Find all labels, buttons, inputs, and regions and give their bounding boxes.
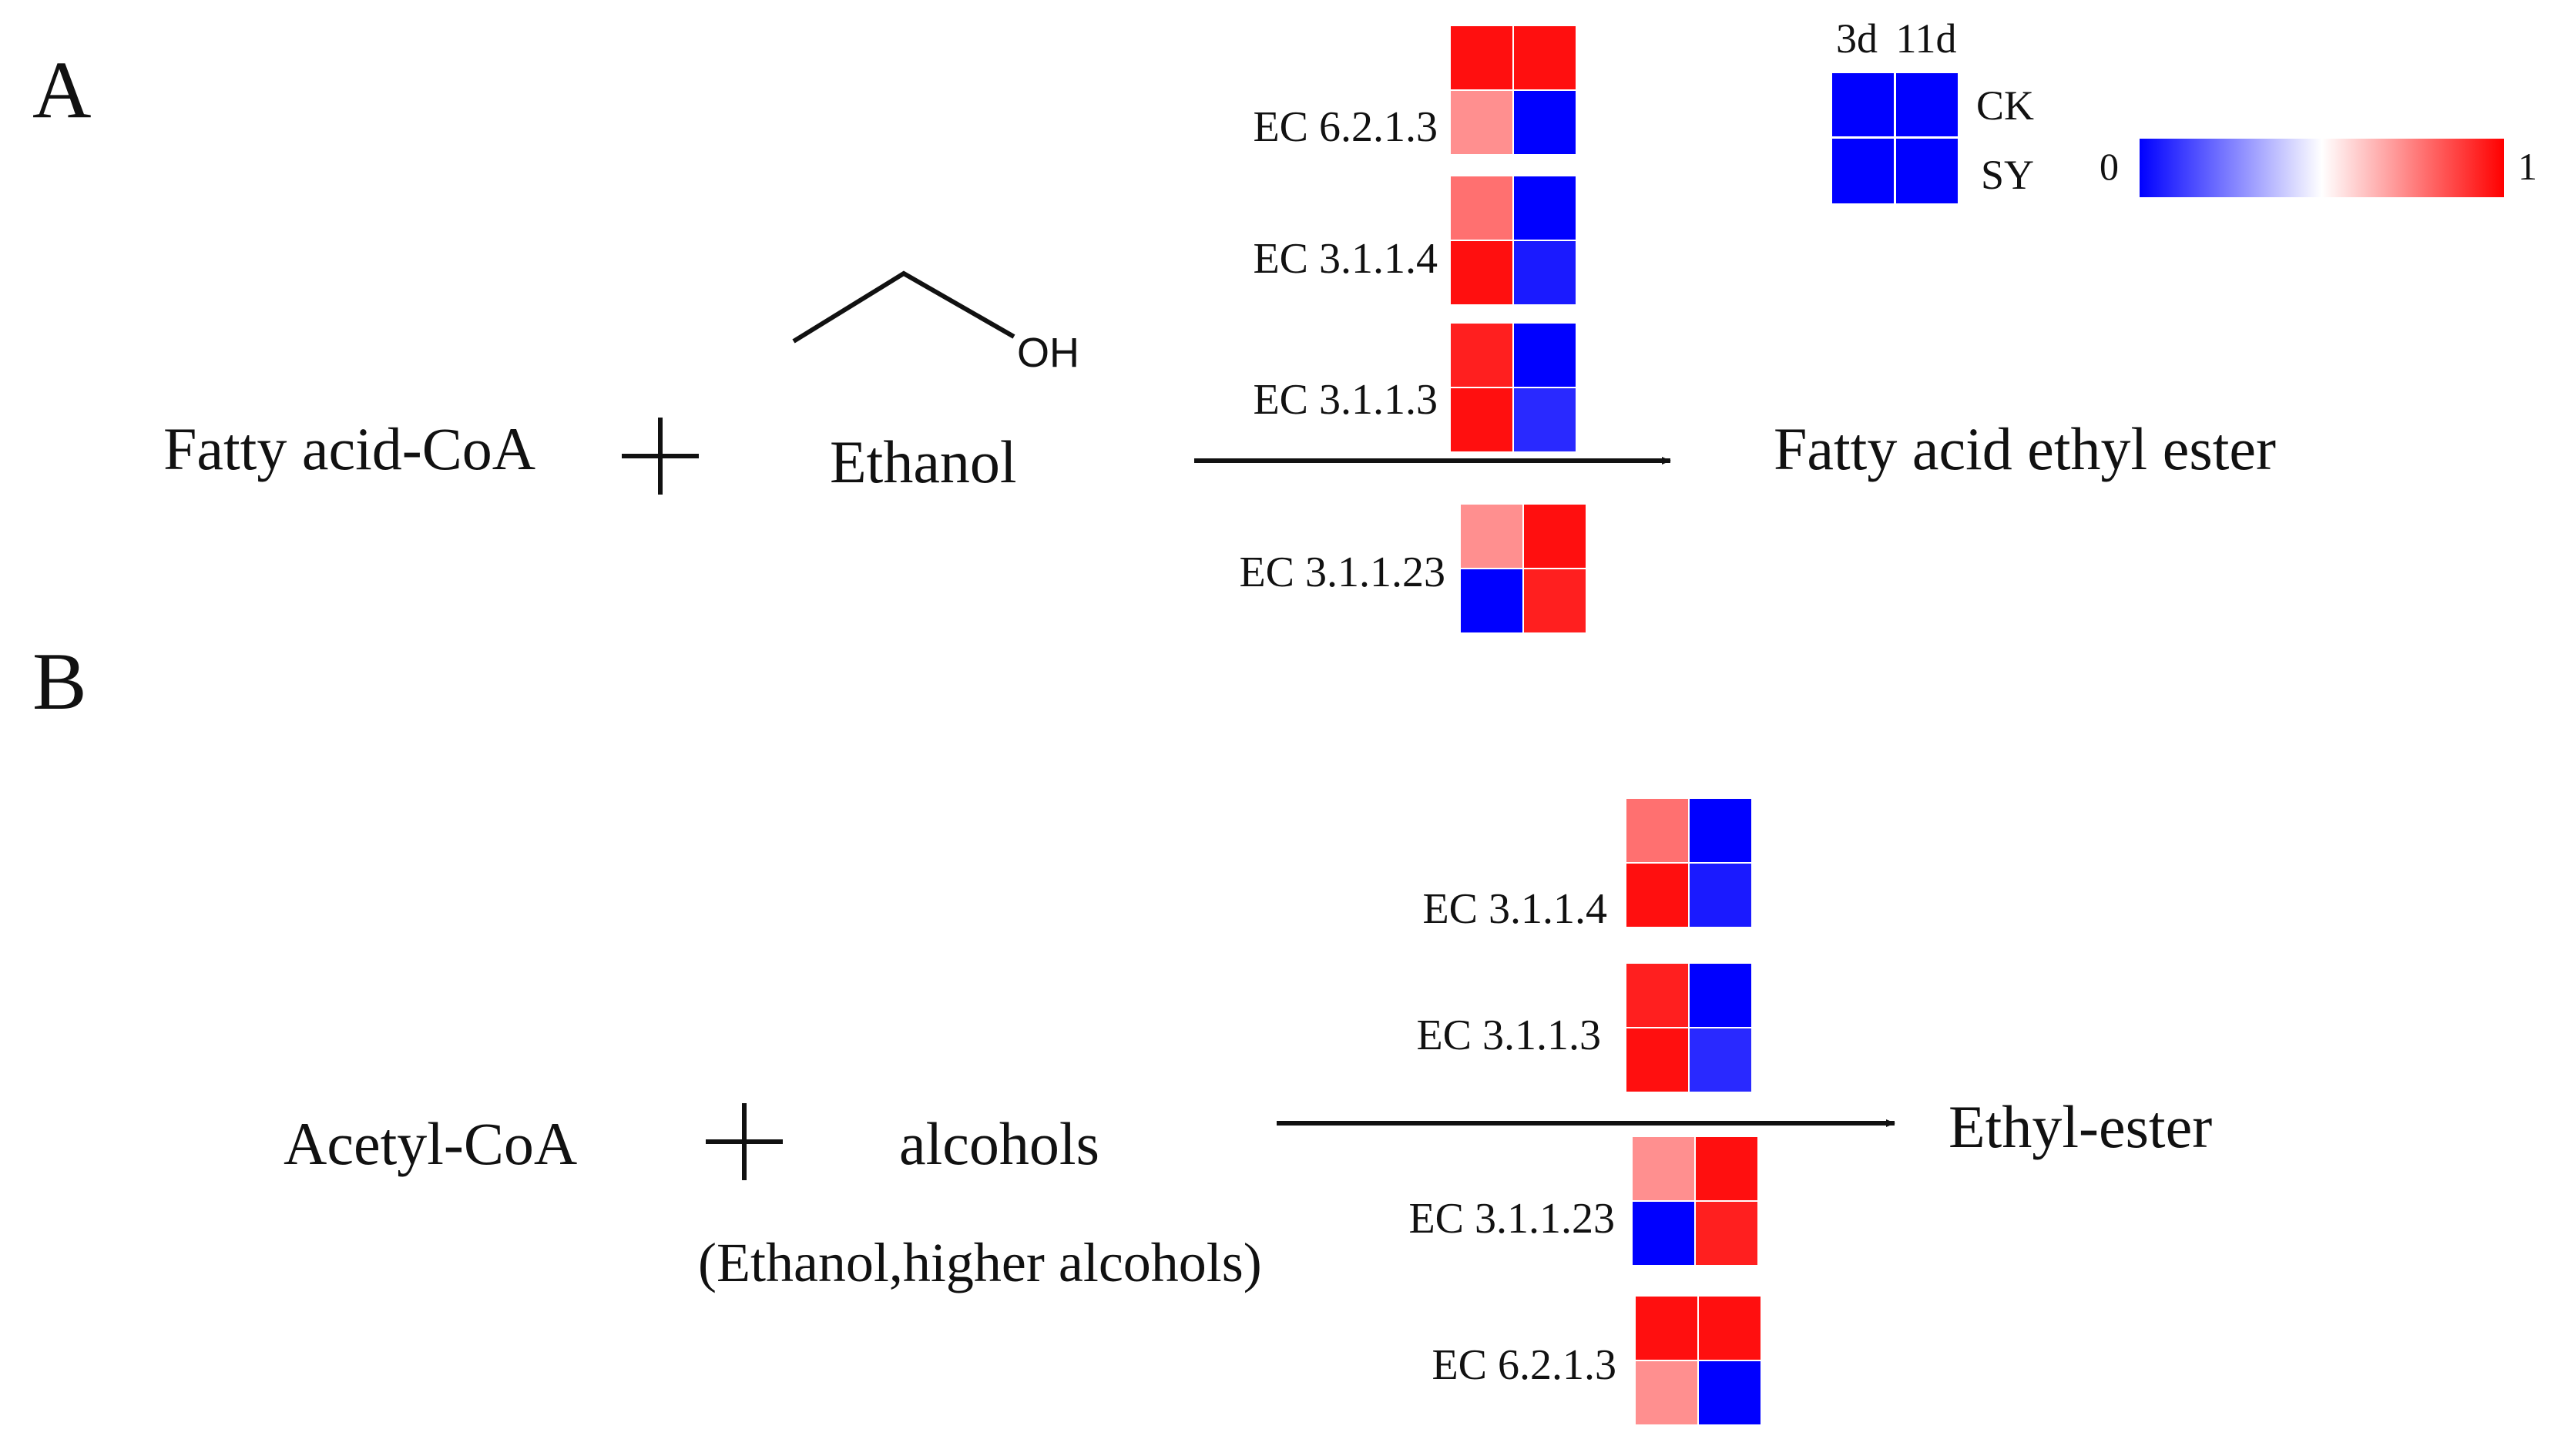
heatmap-grid xyxy=(1451,26,1576,154)
enzyme-b-0: EC 3.1.1.4 xyxy=(1422,799,1751,933)
heatmap-cell xyxy=(1524,505,1586,568)
color-scale-min: 0 xyxy=(2100,145,2119,188)
panel-b-label: B xyxy=(32,636,87,726)
ec-label: EC 3.1.1.4 xyxy=(1422,885,1607,933)
heatmap-grid xyxy=(1633,1137,1757,1265)
legend-col-11d: 11d xyxy=(1896,15,1957,62)
heatmap-grid xyxy=(1626,964,1751,1092)
heatmap-grid xyxy=(1636,1297,1761,1424)
heatmap-cell xyxy=(1633,1202,1694,1265)
heatmap-cell xyxy=(1699,1361,1761,1424)
heatmap-grid xyxy=(1626,799,1751,927)
heatmap-cell xyxy=(1636,1361,1697,1424)
panel-b: B Acetyl-CoA alcohols (Ethanol,higher al… xyxy=(32,636,2212,1424)
ec-label: EC 3.1.1.3 xyxy=(1416,1011,1601,1059)
heatmap-cell xyxy=(1514,26,1576,89)
ec-label: EC 6.2.1.3 xyxy=(1432,1341,1616,1389)
heatmap-cell xyxy=(1451,91,1512,154)
heatmap-cell xyxy=(1626,964,1688,1027)
heatmap-cell xyxy=(1690,799,1751,862)
enzyme-heatmaps-a: EC 6.2.1.3 EC 3.1.1.4 EC 3.1.1.3 EC 3.1.… xyxy=(1239,26,1586,632)
heatmap-cell xyxy=(1524,569,1586,632)
heatmap-cell xyxy=(1696,1202,1757,1265)
heatmap-cell xyxy=(1514,91,1576,154)
color-scale-max: 1 xyxy=(2518,145,2537,188)
legend: 3d 11d CK SY 0 1 xyxy=(1832,15,2537,203)
heatmap-cell xyxy=(1514,241,1576,304)
heatmap-cell xyxy=(1451,241,1512,304)
substrate-a: Fatty acid-CoA xyxy=(163,415,535,482)
heatmap-cell xyxy=(1514,324,1576,387)
ec-label: EC 3.1.1.4 xyxy=(1253,235,1438,283)
ec-label: EC 3.1.1.3 xyxy=(1253,376,1438,424)
ethanol-structure: OH xyxy=(792,270,1079,376)
heatmap-cell xyxy=(1690,1028,1751,1092)
heatmap-cell xyxy=(1626,1028,1688,1092)
legend-cell xyxy=(1896,139,1958,203)
enzyme-a-3: EC 3.1.1.23 xyxy=(1239,505,1586,632)
heatmap-cell xyxy=(1626,799,1688,862)
legend-row-sy: SY xyxy=(1981,152,2034,198)
enzyme-b-1: EC 3.1.1.3 xyxy=(1416,964,1751,1092)
hydroxyl-label: OH xyxy=(1017,330,1079,376)
plus-sign-b xyxy=(706,1103,783,1180)
product-b: Ethyl-ester xyxy=(1948,1093,2212,1160)
heatmap-cell xyxy=(1690,864,1751,927)
enzyme-b-3: EC 6.2.1.3 xyxy=(1432,1297,1761,1424)
heatmap-cell xyxy=(1514,176,1576,240)
legend-cell xyxy=(1832,139,1894,203)
heatmap-cell xyxy=(1451,324,1512,387)
heatmap-cell xyxy=(1699,1297,1761,1360)
heatmap-cell xyxy=(1626,864,1688,927)
enzyme-heatmaps-b: EC 3.1.1.4 EC 3.1.1.3 EC 3.1.1.23 EC 6.2… xyxy=(1408,799,1761,1424)
heatmap-grid xyxy=(1451,176,1576,304)
heatmap-cell xyxy=(1696,1137,1757,1200)
enzyme-a-1: EC 3.1.1.4 xyxy=(1253,176,1576,304)
enzyme-b-2: EC 3.1.1.23 xyxy=(1408,1137,1757,1265)
product-a: Fatty acid ethyl ester xyxy=(1774,415,2276,482)
panel-a-label: A xyxy=(32,45,92,135)
color-scale-bar xyxy=(2140,139,2504,197)
heatmap-cell xyxy=(1461,569,1522,632)
substrate-b: Acetyl-CoA xyxy=(284,1110,577,1177)
heatmap-cell xyxy=(1451,26,1512,89)
heatmap-cell xyxy=(1633,1137,1694,1200)
ec-label: EC 3.1.1.23 xyxy=(1408,1195,1615,1243)
panel-a: A Fatty acid-CoA OH Ethanol Fatty acid e… xyxy=(32,26,2276,632)
heatmap-grid xyxy=(1461,505,1586,632)
heatmap-cell xyxy=(1461,505,1522,568)
ec-label: EC 3.1.1.23 xyxy=(1239,549,1445,596)
legend-cell xyxy=(1896,73,1958,136)
legend-cell xyxy=(1832,73,1894,136)
enzyme-a-0: EC 6.2.1.3 xyxy=(1253,26,1576,154)
heatmap-grid xyxy=(1451,324,1576,451)
enzyme-a-2: EC 3.1.1.3 xyxy=(1253,324,1576,451)
legend-col-3d: 3d xyxy=(1836,15,1878,62)
heatmap-cell xyxy=(1514,388,1576,451)
plus-sign-a xyxy=(622,418,699,495)
heatmap-cell xyxy=(1636,1297,1697,1360)
cosubstrate-note-b: (Ethanol,higher alcohols) xyxy=(698,1232,1262,1293)
cosubstrate-a: Ethanol xyxy=(830,428,1017,495)
legend-row-ck: CK xyxy=(1976,82,2034,129)
heatmap-cell xyxy=(1690,964,1751,1027)
ec-label: EC 6.2.1.3 xyxy=(1253,103,1438,151)
heatmap-cell xyxy=(1451,176,1512,240)
heatmap-cell xyxy=(1451,388,1512,451)
cosubstrate-b: alcohols xyxy=(899,1110,1099,1177)
